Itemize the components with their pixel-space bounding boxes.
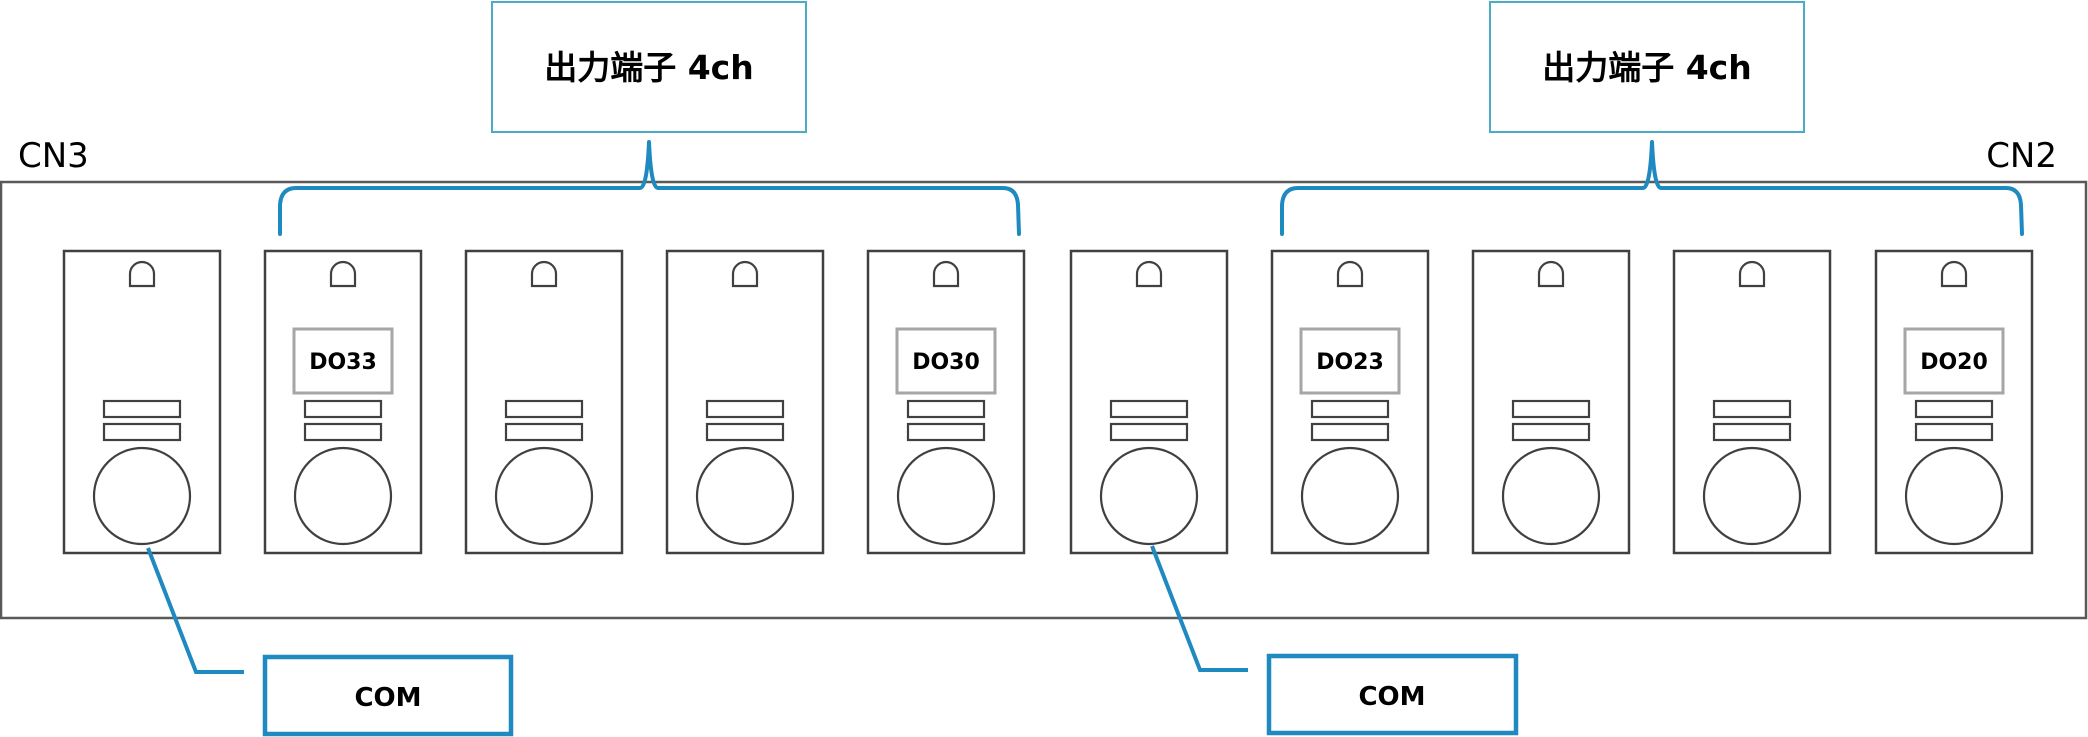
release-slot xyxy=(504,399,584,419)
callout-box xyxy=(491,1,807,133)
wire-entry-hole xyxy=(1300,446,1400,546)
release-slot xyxy=(705,422,785,442)
release-slot xyxy=(1914,422,1994,442)
terminal-label: DO20 xyxy=(1920,350,1988,375)
connector-label-cn3: CN3 xyxy=(18,136,89,176)
brace-output-group-right xyxy=(1280,140,2024,236)
callout-output-4ch-right: 出力端子 4ch xyxy=(1489,1,1805,133)
release-slot xyxy=(1511,422,1591,442)
terminal-module: DO23 xyxy=(1270,249,1430,555)
terminal-module xyxy=(464,249,624,555)
release-slot xyxy=(1712,399,1792,419)
com-callout-right: COM xyxy=(1266,653,1519,736)
terminal-module: DO20 xyxy=(1874,249,2034,555)
terminal-modules: DO33 DO30 DO23 DO20 xyxy=(62,249,2034,555)
release-slot xyxy=(102,399,182,419)
release-slot xyxy=(1511,399,1591,419)
callout-output-4ch-left: 出力端子 4ch xyxy=(491,1,807,133)
wire-entry-hole xyxy=(1501,446,1601,546)
com-label: COM xyxy=(354,683,421,713)
terminal-module xyxy=(62,249,222,555)
wire-entry-hole xyxy=(293,446,393,546)
latch-icon xyxy=(1336,260,1364,288)
release-slot xyxy=(504,422,584,442)
wire-entry-hole xyxy=(494,446,594,546)
latch-icon xyxy=(329,260,357,288)
latch-icon xyxy=(1940,260,1968,288)
latch-icon xyxy=(731,260,759,288)
callout-label: 出力端子 4ch xyxy=(1542,48,1752,87)
terminal-label-box xyxy=(1903,327,2005,395)
release-slot xyxy=(1109,399,1189,419)
terminal-label: DO30 xyxy=(912,350,980,375)
wire-entry-hole xyxy=(896,446,996,546)
release-slot xyxy=(1712,422,1792,442)
wire-entry-hole xyxy=(1099,446,1199,546)
release-slot xyxy=(303,399,383,419)
release-slot xyxy=(1109,422,1189,442)
terminal-module xyxy=(665,249,825,555)
terminal-module xyxy=(1069,249,1229,555)
terminal-label-box xyxy=(895,327,997,395)
wire-entry-hole xyxy=(1904,446,2004,546)
connector-label-cn2: CN2 xyxy=(1986,136,2057,176)
terminal-label-box xyxy=(292,327,394,395)
terminal-module: DO30 xyxy=(866,249,1026,555)
terminal-module xyxy=(1672,249,1832,555)
latch-icon xyxy=(932,260,960,288)
wire-entry-hole xyxy=(92,446,192,546)
release-slot xyxy=(1914,399,1994,419)
latch-icon xyxy=(1738,260,1766,288)
terminal-module xyxy=(1471,249,1631,555)
release-slot xyxy=(705,399,785,419)
release-slot xyxy=(1310,399,1390,419)
callout-label: 出力端子 4ch xyxy=(544,48,754,87)
terminal-label-box xyxy=(1299,327,1401,395)
terminal-block-frame xyxy=(0,180,2088,620)
latch-icon xyxy=(530,260,558,288)
release-slot xyxy=(1310,422,1390,442)
com-box xyxy=(262,654,514,737)
com-leader-line-left xyxy=(146,547,244,674)
terminal-label: DO23 xyxy=(1316,350,1384,375)
latch-icon xyxy=(128,260,156,288)
com-box xyxy=(1266,653,1519,736)
com-label: COM xyxy=(1358,682,1425,712)
terminal-module: DO33 xyxy=(263,249,423,555)
com-leader-line-right xyxy=(1150,545,1248,672)
release-slot xyxy=(102,422,182,442)
brace-output-group-left xyxy=(278,140,1021,236)
wire-entry-hole xyxy=(1702,446,1802,546)
terminal-label: DO33 xyxy=(309,350,377,375)
latch-icon xyxy=(1135,260,1163,288)
com-callout-left: COM xyxy=(262,654,514,737)
release-slot xyxy=(303,422,383,442)
wire-entry-hole xyxy=(695,446,795,546)
latch-icon xyxy=(1537,260,1565,288)
release-slot xyxy=(906,422,986,442)
release-slot xyxy=(906,399,986,419)
callout-box xyxy=(1489,1,1805,133)
